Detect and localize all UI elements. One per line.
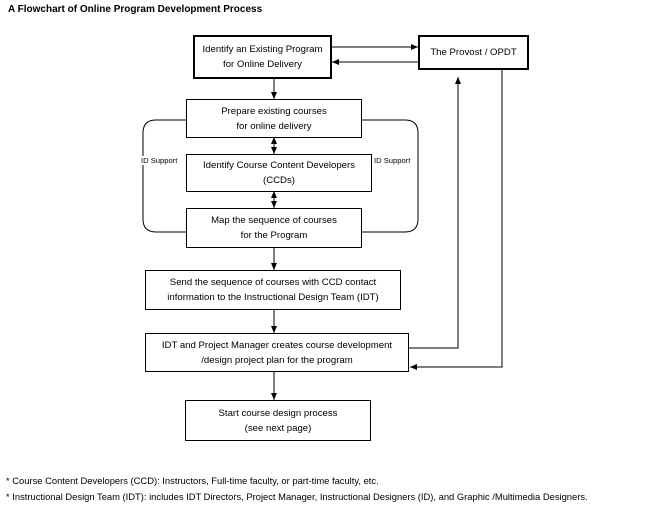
node-map-sequence: Map the sequence of courses for the Prog…: [186, 208, 362, 248]
page-title: A Flowchart of Online Program Developmen…: [8, 4, 263, 15]
footnote-idt: * Instructional Design Team (IDT): inclu…: [6, 491, 588, 502]
id-support-label-left: ID Support: [141, 156, 178, 165]
id-support-bracket-left: [142, 119, 186, 233]
footnote-ccd: * Course Content Developers (CCD): Instr…: [6, 475, 379, 486]
id-support-bracket-right: [361, 119, 419, 233]
node-send-sequence: Send the sequence of courses with CCD co…: [145, 270, 401, 310]
node-provost: The Provost / OPDT: [418, 35, 529, 70]
arrow-plan-to-provost: [409, 77, 461, 349]
node-start-design: Start course design process (see next pa…: [185, 400, 371, 441]
id-support-label-right: ID Support: [374, 156, 411, 165]
arrow-provost-to-plan: [410, 70, 503, 370]
footnotes: * Course Content Developers (CCD): Instr…: [6, 473, 588, 505]
node-identify-ccd: Identify Course Content Developers (CCDs…: [186, 154, 372, 192]
node-project-plan: IDT and Project Manager creates course d…: [145, 333, 409, 372]
node-prepare-courses: Prepare existing courses for online deli…: [186, 99, 362, 138]
node-identify-program: Identify an Existing Program for Online …: [193, 35, 332, 79]
